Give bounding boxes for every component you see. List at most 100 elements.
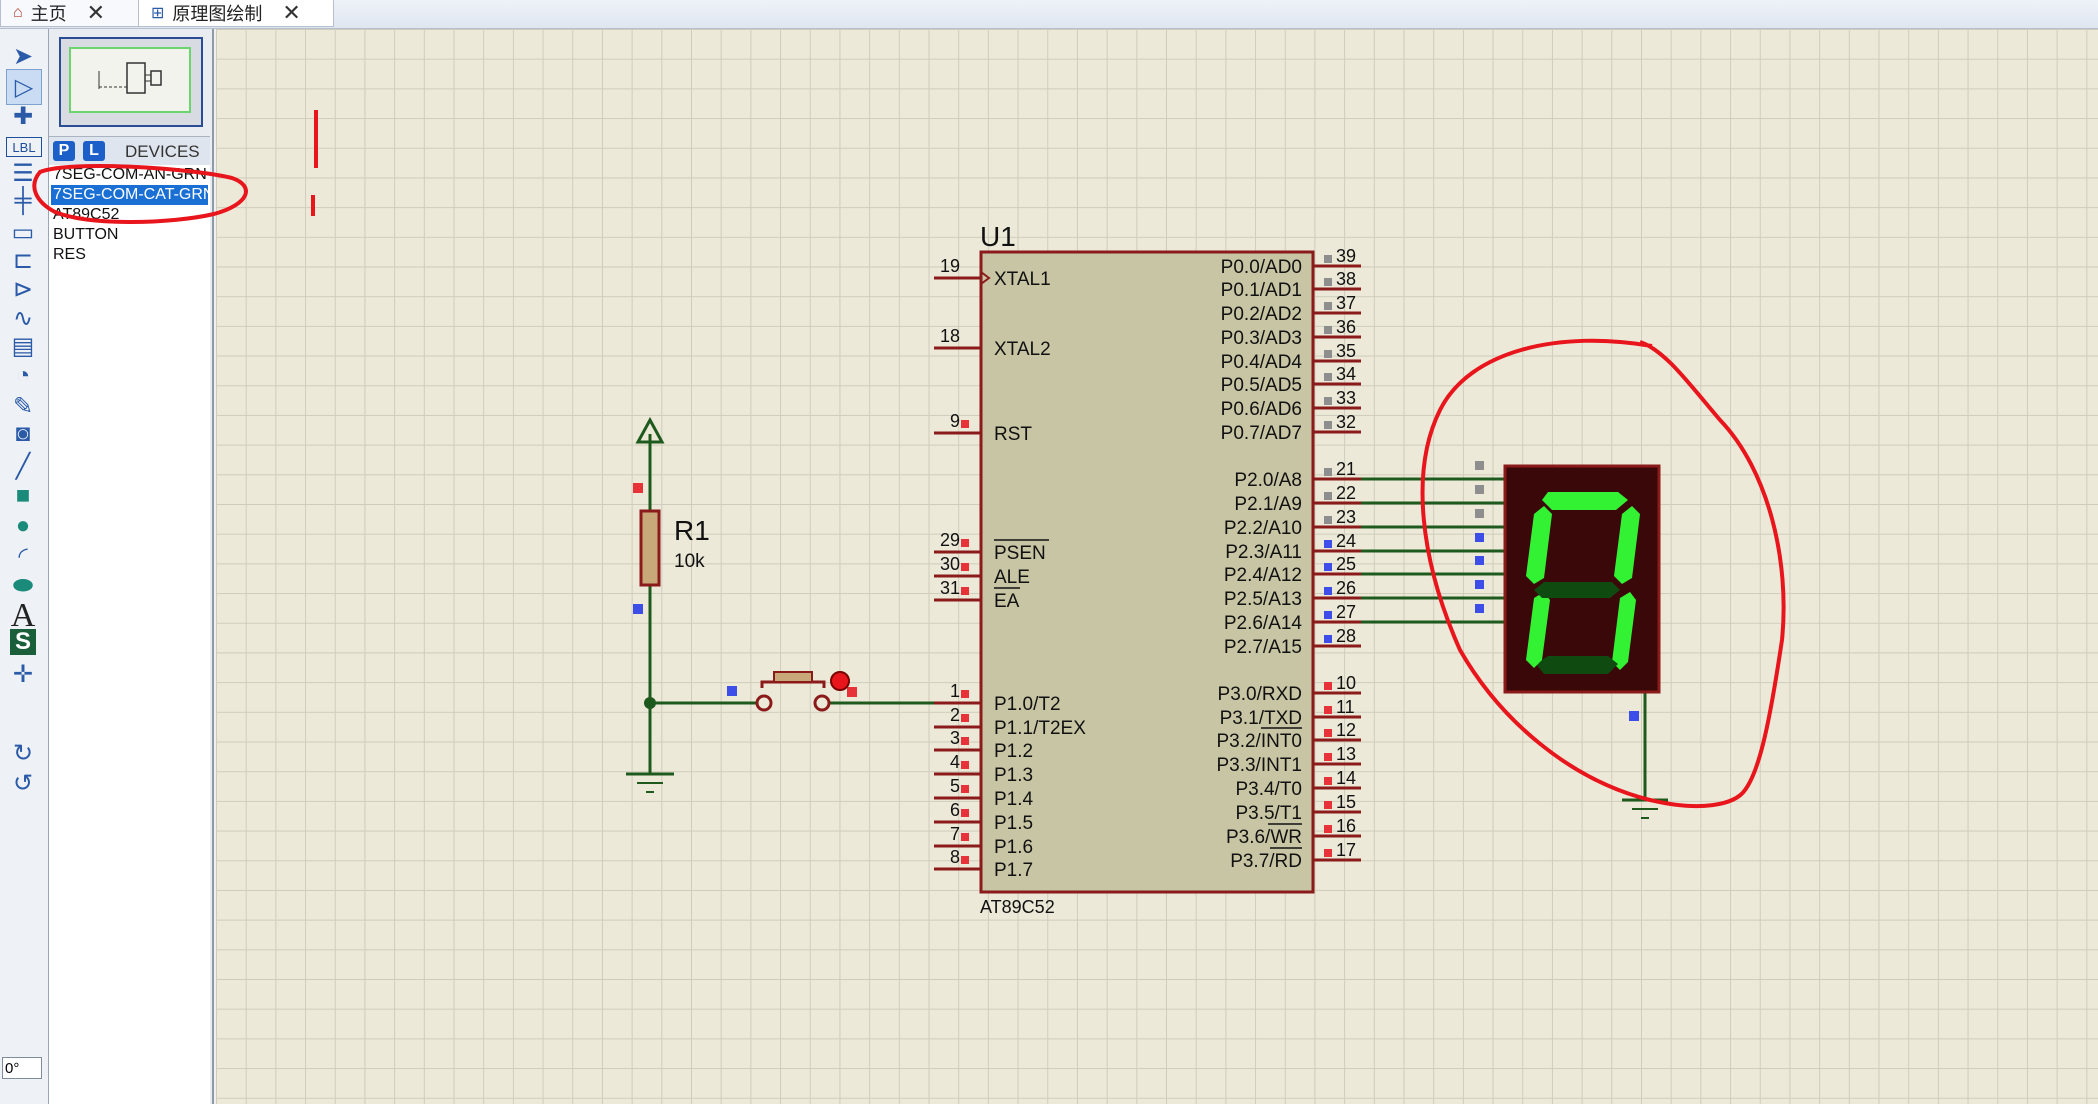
annotation-circle-display — [1420, 338, 1786, 809]
annotations — [32, 110, 1786, 809]
pin-state-marker — [1324, 682, 1332, 690]
wire-state-marker — [727, 686, 737, 696]
pin-number: 28 — [1336, 626, 1356, 646]
rotation-angle-field[interactable]: 0° — [2, 1057, 42, 1079]
pin-number: 25 — [1336, 554, 1356, 574]
mcu-pin-name: P1.0/T2 — [994, 694, 1061, 715]
pin-number: 38 — [1336, 269, 1356, 289]
mcu-pin-name: ALE — [994, 567, 1030, 588]
button-contact — [813, 694, 831, 712]
arc-2d-icon[interactable]: ◜ — [18, 542, 28, 570]
devices-header: P L DEVICES — [49, 136, 210, 166]
pick-devices-button[interactable]: P — [53, 141, 75, 161]
pin-number: 2 — [950, 705, 960, 725]
pin-state-marker — [1324, 397, 1332, 405]
device-list-item[interactable]: BUTTON — [53, 226, 119, 243]
mcu-pin-name: P3.3/INT1 — [1216, 755, 1302, 776]
wire-state-marker — [1475, 533, 1484, 542]
line-2d-icon[interactable]: ╱ — [15, 452, 31, 480]
pin-number: 22 — [1336, 483, 1356, 503]
circle-2d-icon[interactable]: ● — [15, 512, 31, 539]
overview-preview — [98, 62, 162, 94]
mcu-pin-name: P0.2/AD2 — [1221, 304, 1302, 325]
pin-number: 17 — [1336, 840, 1356, 860]
pin-state-marker — [961, 761, 969, 769]
tab-home[interactable]: ⌂ 主页 ✕ — [0, 0, 144, 27]
tab-schematic-capture[interactable]: ⊞ 原理图绘制 ✕ — [138, 0, 334, 27]
mcu-pin-name: P2.4/A12 — [1224, 565, 1302, 586]
device-list-item[interactable]: AT89C52 — [53, 206, 120, 223]
mcu-pin-name: P0.3/AD3 — [1221, 328, 1302, 349]
library-manager-button[interactable]: L — [83, 141, 105, 161]
generator-mode-icon[interactable]: ◔ — [15, 362, 31, 389]
buses-mode-icon[interactable]: ╪ — [14, 187, 32, 214]
pin-number: 30 — [940, 554, 960, 574]
mcu-pin-name: P3.4/T0 — [1235, 779, 1302, 800]
pin-number: 26 — [1336, 578, 1356, 598]
box-2d-icon[interactable]: ■ — [15, 482, 31, 509]
rotate-anticlockwise-icon[interactable]: ↺ — [12, 769, 34, 797]
pin-state-marker — [1324, 729, 1332, 737]
pin-number: 11 — [1336, 697, 1355, 717]
graph-mode-icon[interactable]: ∿ — [12, 304, 34, 332]
pin-state-marker — [961, 587, 969, 595]
pin-number: 4 — [950, 752, 960, 772]
tape-recorder-mode-icon[interactable]: ▤ — [11, 332, 35, 360]
mcu-at89c52[interactable]: U1AT89C5219XTAL118XTAL29RST29PSEN30ALE31… — [934, 221, 1361, 917]
resistor-r1[interactable] — [639, 509, 661, 587]
mcu-body — [979, 250, 1315, 894]
terminals-mode-icon[interactable]: ⊏ — [12, 246, 34, 274]
mcu-pin-name: XTAL2 — [994, 339, 1051, 360]
device-list-item[interactable]: RES — [53, 246, 86, 263]
pin-state-marker — [1324, 753, 1332, 761]
segment-a — [1542, 492, 1628, 510]
component-mode-icon[interactable]: ▷ — [6, 69, 42, 105]
pin-state-marker — [1324, 801, 1332, 809]
pin-number: 27 — [1336, 602, 1356, 622]
path-2d-icon[interactable]: ⬬ — [12, 572, 34, 599]
pin-number: 8 — [950, 847, 960, 867]
device-list-item[interactable]: 7SEG-COM-CAT-GRN — [51, 185, 208, 205]
devices-title: DEVICES — [125, 142, 200, 161]
pin-state-marker — [1324, 540, 1332, 548]
marker-2d-icon[interactable]: ✛ — [12, 660, 34, 688]
pin-number: 37 — [1336, 293, 1356, 313]
mcu-pin-name: P1.3 — [994, 765, 1033, 786]
wire-label-mode-icon[interactable]: LBL — [6, 137, 42, 157]
mcu-pin-name: P0.4/AD4 — [1221, 352, 1303, 373]
subcircuit-mode-icon[interactable]: ▭ — [11, 218, 35, 246]
text-script-mode-icon[interactable]: ☰ — [12, 159, 34, 187]
text-2d-icon[interactable]: A — [10, 597, 36, 634]
pin-number: 10 — [1336, 673, 1356, 693]
pin-state-marker — [961, 714, 969, 722]
button-cap[interactable] — [773, 671, 813, 683]
mcu-pin-name: P1.7 — [994, 860, 1033, 881]
pin-state-marker — [961, 833, 969, 841]
close-icon[interactable]: ✕ — [282, 0, 301, 25]
button-click-icon[interactable] — [830, 671, 850, 691]
pin-state-marker — [961, 856, 969, 864]
pin-state-marker — [1324, 706, 1332, 714]
pin-state-marker — [1324, 777, 1332, 785]
pin-state-marker — [1324, 421, 1332, 429]
junction-dot-mode-icon[interactable]: ✚ — [12, 102, 34, 130]
mcu-pin-name: P2.0/A8 — [1234, 470, 1302, 491]
pin-state-marker — [1324, 350, 1332, 358]
pin-number: 9 — [950, 411, 960, 431]
device-pins-mode-icon[interactable]: ⊳ — [12, 275, 34, 303]
rotate-clockwise-icon[interactable]: ↻ — [12, 739, 34, 767]
close-icon[interactable]: ✕ — [86, 0, 106, 25]
pin-state-marker — [1324, 255, 1332, 263]
virtual-instruments-mode-icon[interactable]: ◙ — [15, 420, 31, 447]
mcu-pin-name: P0.1/AD1 — [1221, 280, 1302, 301]
mcu-pin-name: P0.7/AD7 — [1221, 423, 1302, 444]
pin-state-marker — [961, 690, 969, 698]
pin-number: 33 — [1336, 388, 1356, 408]
voltage-probe-mode-icon[interactable]: ✎ — [12, 392, 34, 420]
selection-mode-icon[interactable]: ➤ — [12, 42, 34, 70]
pin-number: 5 — [950, 776, 960, 796]
overview-window[interactable] — [59, 37, 203, 127]
symbol-2d-icon[interactable]: S — [10, 628, 36, 655]
pin-state-marker — [961, 539, 969, 547]
